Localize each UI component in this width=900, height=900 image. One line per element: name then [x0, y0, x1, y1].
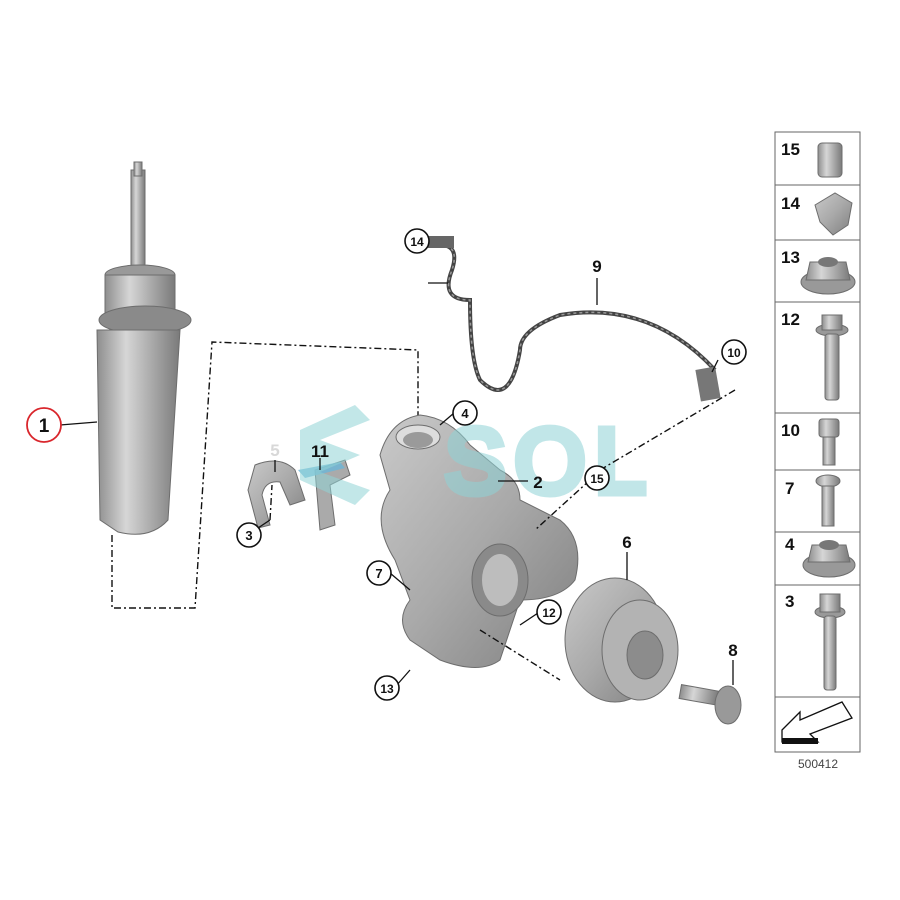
callout-6[interactable]: 6 — [622, 533, 631, 552]
callout-11[interactable]: 11 — [311, 442, 329, 461]
svg-text:8: 8 — [728, 641, 737, 660]
svg-text:6: 6 — [622, 533, 631, 552]
svg-text:10: 10 — [727, 346, 741, 360]
arrow-icon — [781, 701, 853, 744]
callout-13[interactable]: 13 — [374, 675, 400, 701]
callout-4[interactable]: 4 — [452, 400, 478, 426]
flange-nut-icon — [800, 257, 856, 295]
callout-12[interactable]: 12 — [536, 599, 562, 625]
callout-15[interactable]: 15 — [584, 465, 610, 491]
watermark-text: SOL — [445, 412, 655, 512]
callout-8[interactable]: 8 — [728, 641, 737, 660]
panel-item-3[interactable]: 3 — [785, 592, 846, 691]
panel-item-12[interactable]: 12 — [781, 310, 849, 401]
svg-text:7: 7 — [785, 479, 794, 498]
svg-text:3: 3 — [245, 528, 252, 543]
svg-text:4: 4 — [785, 535, 795, 554]
sleeve-icon — [817, 142, 843, 178]
heat-shield-part — [247, 460, 306, 529]
callout-7[interactable]: 7 — [366, 560, 392, 586]
watermark-logo: SOL — [300, 405, 655, 517]
callout-5[interactable]: 5 — [270, 441, 279, 460]
panel-item-15[interactable]: 15 — [781, 140, 843, 178]
svg-text:7: 7 — [375, 566, 382, 581]
hub-bolt-part — [678, 684, 742, 725]
svg-text:12: 12 — [542, 606, 556, 620]
callout-1[interactable]: 1 — [26, 407, 62, 443]
assembly-line — [111, 341, 419, 609]
panel-item-7[interactable]: 7 — [785, 474, 841, 527]
panel-item-10[interactable]: 10 — [781, 418, 840, 466]
svg-text:14: 14 — [410, 235, 424, 249]
svg-text:11: 11 — [311, 442, 329, 461]
svg-text:14: 14 — [781, 194, 800, 213]
svg-text:10: 10 — [781, 421, 800, 440]
callout-2[interactable]: 2 — [533, 473, 542, 492]
panel-item-4[interactable]: 4 — [785, 535, 856, 578]
flange-nut-icon — [802, 540, 856, 578]
diagram-number: 500412 — [798, 757, 838, 771]
steering-knuckle-part — [379, 414, 579, 668]
panel-item-13[interactable]: 13 — [781, 248, 856, 295]
callout-9[interactable]: 9 — [592, 257, 601, 276]
panel-item-14[interactable]: 14 — [781, 192, 853, 236]
callout-10[interactable]: 10 — [721, 339, 747, 365]
svg-text:3: 3 — [785, 592, 794, 611]
shock-absorber-part — [96, 161, 192, 535]
svg-text:12: 12 — [781, 310, 800, 329]
svg-text:15: 15 — [781, 140, 800, 159]
wheel-hub-part — [564, 577, 679, 703]
svg-text:13: 13 — [781, 248, 800, 267]
svg-text:5: 5 — [270, 441, 279, 460]
sensor-cable-part — [439, 243, 717, 392]
svg-text:9: 9 — [592, 257, 601, 276]
socket-cap-screw-icon — [818, 418, 840, 466]
torx-screw-icon — [815, 474, 841, 527]
svg-text:1: 1 — [39, 416, 50, 437]
callout-14[interactable]: 14 — [404, 228, 430, 254]
callout-3[interactable]: 3 — [236, 522, 262, 548]
svg-text:4: 4 — [461, 406, 469, 421]
svg-text:13: 13 — [380, 682, 394, 696]
cable-clip-icon — [814, 192, 853, 236]
svg-text:15: 15 — [590, 472, 604, 486]
hardware-panel — [774, 131, 861, 753]
svg-text:2: 2 — [533, 473, 542, 492]
hex-flange-bolt-icon — [815, 314, 849, 401]
hex-flange-bolt-icon — [814, 593, 846, 691]
